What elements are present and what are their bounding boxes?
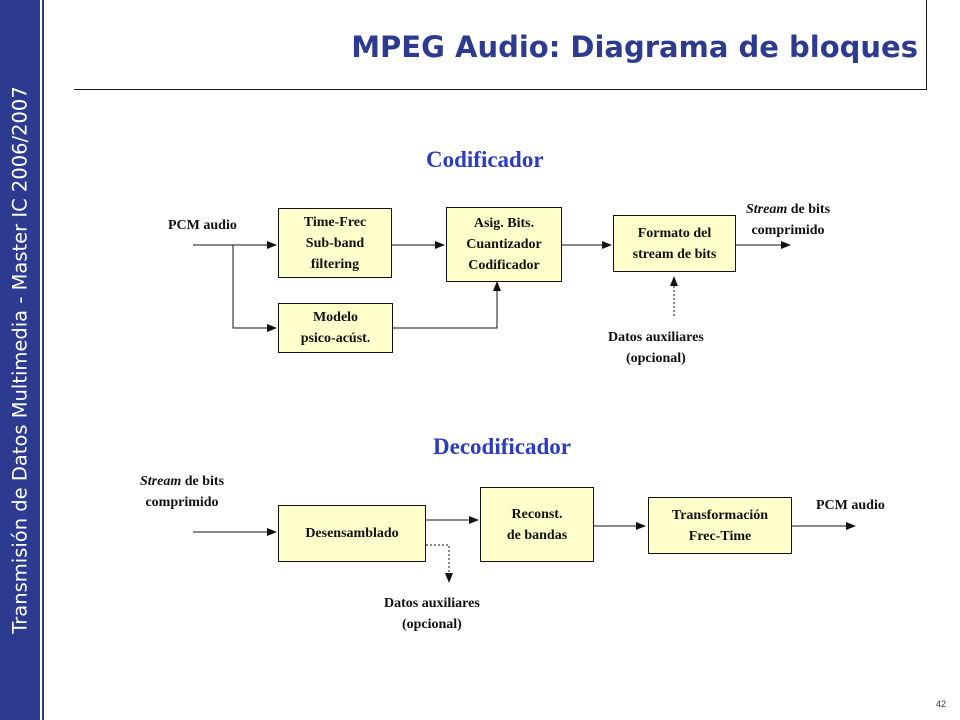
encoder-output-rest: de bits bbox=[787, 202, 831, 217]
psycho-to-quantizer-arrow bbox=[393, 281, 501, 329]
decoder-aux-line2: (opcional) bbox=[401, 617, 462, 632]
transform-block: Transformación Frec-Time bbox=[648, 497, 792, 554]
encoder-output-italic: Stream bbox=[746, 202, 788, 217]
decoder-connectors bbox=[193, 516, 856, 583]
decoder-heading: Decodificador bbox=[433, 434, 571, 459]
transform-label: Transformación Frec-Time bbox=[671, 507, 769, 544]
slide-title: MPEG Audio: Diagrama de bloques bbox=[351, 30, 918, 64]
sidebar-divider bbox=[42, 0, 44, 720]
bitstream-format-label: Formato del stream de bits bbox=[632, 225, 717, 262]
decoder-input-line2: comprimido bbox=[145, 495, 219, 510]
decoder-input-rest: de bits bbox=[181, 474, 225, 489]
quantizer-label: Asig. Bits. Cuantizador Codificador bbox=[466, 216, 542, 273]
psycho-model-block: Modelo psico-acúst. bbox=[278, 303, 393, 353]
encoder-heading: Codificador bbox=[426, 147, 544, 172]
psycho-model-label: Modelo psico-acúst. bbox=[300, 310, 371, 346]
decoder-aux-line1: Datos auxiliares bbox=[384, 596, 480, 611]
encoder-output-label: Stream de bits comprimido bbox=[746, 199, 830, 241]
encoder-aux-line2: (opcional) bbox=[625, 351, 686, 366]
quantizer-block: Asig. Bits. Cuantizador Codificador bbox=[446, 207, 562, 282]
sidebar-band: Transmisión de Datos Multimedia - Master… bbox=[0, 0, 40, 720]
reconstruct-block: Reconst. de bandas bbox=[480, 487, 594, 562]
decoder-output-label: PCM audio bbox=[816, 498, 885, 513]
encoder-output-line2: comprimido bbox=[751, 223, 825, 238]
disassembly-label: Desensamblado bbox=[305, 526, 399, 541]
decoder-input-label: Stream de bits comprimido bbox=[140, 471, 224, 513]
time-freq-label: Time-Frec Sub-band filtering bbox=[303, 214, 367, 272]
pcm-to-psycho-arrow bbox=[232, 245, 277, 332]
encoder-aux-label: Datos auxiliares (opcional) bbox=[608, 327, 704, 369]
title-corner-line bbox=[926, 0, 927, 90]
decoder-input-italic: Stream bbox=[140, 474, 182, 489]
time-freq-block: Time-Frec Sub-band filtering bbox=[278, 208, 392, 278]
disassembly-block: Desensamblado bbox=[278, 505, 426, 562]
disassembly-to-aux-arrow bbox=[426, 544, 453, 583]
bitstream-format-block: Formato del stream de bits bbox=[613, 215, 736, 272]
encoder-connectors bbox=[193, 241, 791, 332]
title-rule bbox=[74, 89, 926, 90]
encoder-aux-line1: Datos auxiliares bbox=[608, 330, 704, 345]
reconstruct-label: Reconst. de bandas bbox=[506, 506, 568, 543]
page-number: 42 bbox=[936, 699, 947, 709]
decoder-aux-label: Datos auxiliares (opcional) bbox=[384, 593, 480, 635]
encoder-input-label: PCM audio bbox=[168, 218, 237, 233]
